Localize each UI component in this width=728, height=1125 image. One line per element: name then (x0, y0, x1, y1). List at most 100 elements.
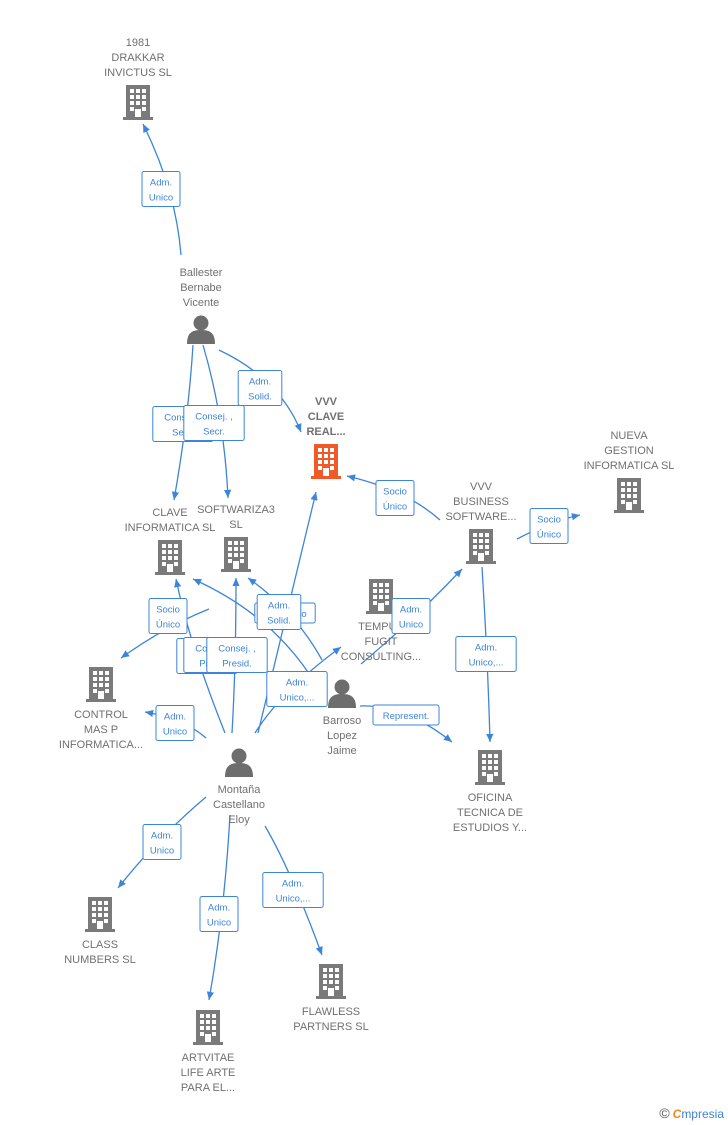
edge-label-montana-class[interactable]: Adm. Unico (142, 824, 182, 860)
edge-label-text: Adm. (151, 831, 173, 842)
node-label-line: DRAKKAR (111, 52, 164, 64)
node-label-line: INFORMATICA... (59, 739, 143, 751)
edge-label-box (529, 508, 569, 544)
node-label-line: CLASS (82, 939, 118, 951)
footer-brand: ©Cmpresia (659, 1105, 724, 1121)
node-label-line: CLAVE (308, 411, 344, 423)
node-label-line: Eloy (228, 814, 250, 826)
edge-label-text: Secr. (172, 428, 194, 439)
building-icon (86, 667, 116, 702)
edge-label-text: Represent. (383, 711, 429, 722)
edge-label-text: Unico (399, 620, 423, 631)
edge-label-text: Consej. , (195, 412, 233, 423)
node-label-line: FLAWLESS (302, 1006, 360, 1018)
edge-label-text: Socio (537, 515, 561, 526)
node-tempus[interactable]: TEMPUSFUGITCONSULTING... (341, 579, 421, 663)
edge-label-text: Consej. , (164, 413, 202, 424)
edge-label-box (391, 598, 431, 634)
node-vvv_business[interactable]: VVVBUSINESSSOFTWARE... (445, 481, 517, 564)
edge-label-text: Consej. , (218, 644, 256, 655)
edge-label-montana-softwariza[interactable]: Consej. , Presid. (206, 637, 268, 673)
edge-label-text: Unico,... (276, 894, 311, 905)
node-label-line: Barroso (323, 715, 362, 727)
copyright-icon: © (659, 1105, 670, 1121)
node-label-line: Bernabe (180, 282, 222, 294)
node-label-line: GESTION (604, 445, 654, 457)
edge-label-text: Adm. (268, 601, 290, 612)
edge-label-vvv_business-oficina[interactable]: Adm. Unico,... (455, 636, 517, 672)
node-label-line: TECNICA DE (457, 807, 523, 819)
edge-label-text: Unico (163, 727, 187, 738)
edge-label-text: Presid. (222, 659, 252, 670)
node-label-line: VVV (315, 396, 338, 408)
edge-label-text: Unico (149, 193, 173, 204)
edge-label-text: Adm. (286, 678, 308, 689)
node-vvv_clave[interactable]: VVVCLAVEREAL... (306, 396, 346, 479)
edge-label-ballester-softwariza[interactable]: Consej. , Secr. (183, 405, 245, 441)
edge-label-ballester-vvv_clave[interactable]: Adm.Solid. (237, 370, 283, 406)
node-label-line: 1981 (126, 37, 150, 49)
edge-label-text: Unico,... (469, 658, 504, 669)
edge-label-box (183, 405, 245, 441)
node-label-line: Ballester (180, 267, 223, 279)
node-flawless[interactable]: FLAWLESS PARTNERS SL (293, 964, 369, 1033)
edge-label-text: Adm. (282, 879, 304, 890)
edge-label-ballester-drakkar[interactable]: Adm.Unico (141, 171, 181, 207)
building-icon (316, 964, 346, 999)
node-label-line: NUMBERS SL (64, 954, 136, 966)
edge-label-box (266, 671, 328, 707)
node-label-line: SL (229, 519, 242, 531)
edge-label-text: Adm. (475, 643, 497, 654)
node-label-line: Lopez (327, 730, 357, 742)
person-icon (328, 679, 356, 708)
node-label-line: ARTVITAE (182, 1052, 235, 1064)
edge-label-box (375, 480, 415, 516)
person-icon (225, 748, 253, 777)
node-class[interactable]: CLASS NUMBERS SL (64, 897, 136, 966)
node-label-line: LIFE ARTE (181, 1067, 236, 1079)
node-label-line: Montaña (218, 784, 262, 796)
edge-label-text: Unico,... (280, 693, 315, 704)
edge-label-montana-artvitae[interactable]: Adm.Unico (199, 896, 239, 932)
edge-label-box (155, 705, 195, 741)
node-label-line: ESTUDIOS Y... (453, 822, 527, 834)
edge-label-text: Único (156, 620, 180, 631)
edge-label-text: Adm. (164, 712, 186, 723)
node-label-line: MAS P (84, 724, 118, 736)
edge-label-montana-flawless[interactable]: Adm. Unico,... (262, 872, 324, 908)
node-label-line: Jaime (327, 745, 356, 757)
node-label-line: CONSULTING... (341, 651, 421, 663)
edge-label-barroso-oficina[interactable]: Represent. (372, 704, 440, 726)
building-icon (221, 537, 251, 572)
edge-label-box (206, 637, 268, 673)
building-icon (614, 478, 644, 513)
node-label-line: NUEVA (610, 430, 648, 442)
edge-label-text: Solid. (267, 616, 291, 627)
node-label-line: PARTNERS SL (293, 1021, 368, 1033)
edge-label-text: Unico (150, 846, 174, 857)
edge-label-box (148, 598, 188, 634)
edge-label-montana-control[interactable]: Adm. Unico (155, 705, 195, 741)
edge-label-text: Secr. (203, 427, 225, 438)
edge-label-tempus-vvv_business[interactable]: Adm.Unico (391, 598, 431, 634)
edge-label-montana-tempus[interactable]: Adm. Unico,... (266, 671, 328, 707)
edge-label-box (262, 872, 324, 908)
edge-label-box (372, 704, 440, 726)
edge-label-box (256, 594, 302, 630)
edge-label-montana-vvv_clave[interactable]: Adm. Solid. (256, 594, 302, 630)
